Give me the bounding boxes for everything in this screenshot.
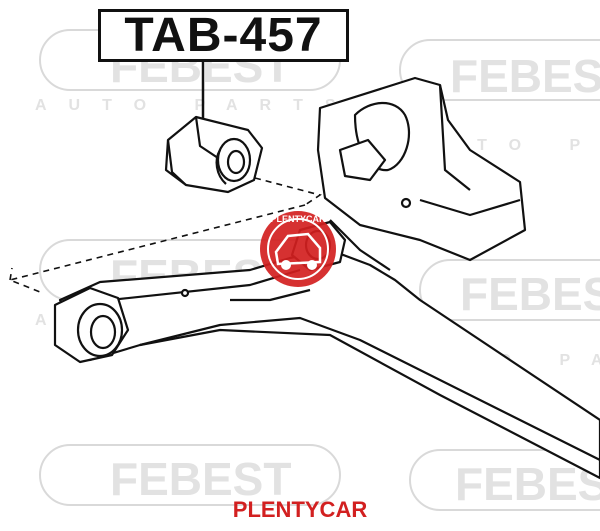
plentycar-stamp: PLENTYCAR bbox=[260, 211, 336, 287]
watermark-brand: FEBEST bbox=[110, 453, 291, 505]
watermark-layer bbox=[39, 29, 600, 511]
assembly-dashed-lines bbox=[7, 177, 322, 293]
stamp-text: PLENTYCAR bbox=[270, 214, 326, 224]
watermark-logo-bottom-right bbox=[409, 449, 600, 511]
watermark-brand: FEBEST bbox=[460, 268, 600, 320]
watermark-brand: FEBEST bbox=[450, 50, 600, 102]
watermark-logo-bottom-left bbox=[39, 444, 341, 506]
watermark-tagline: AUTO PARTS bbox=[35, 97, 358, 114]
part-number-label: TAB-457 bbox=[124, 8, 323, 62]
watermark-logo-top-right bbox=[399, 39, 600, 101]
watermark-logo-mid-right bbox=[419, 259, 600, 321]
bushing-part-icon bbox=[164, 115, 264, 194]
part-number-box: TAB-457 bbox=[98, 9, 349, 62]
store-caption: PLENTYCAR bbox=[232, 497, 368, 522]
